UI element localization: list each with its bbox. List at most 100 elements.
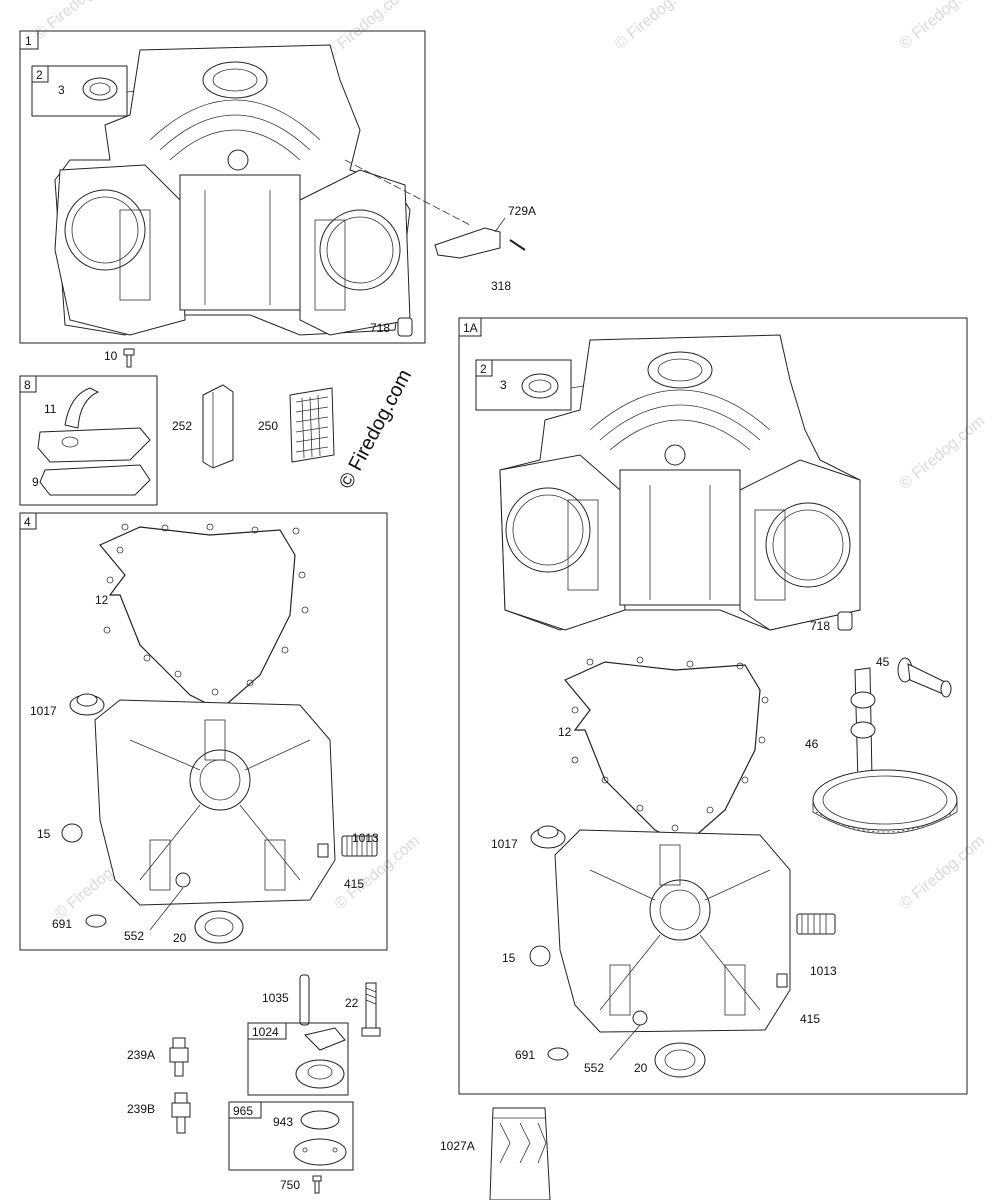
part-label-45: 45 [876,655,890,669]
group-1A-label: 1A [463,321,478,335]
group-4-label: 4 [24,515,31,529]
part-label-718: 718 [810,619,830,633]
part-label-15: 15 [37,827,51,841]
part-label-239B: 239B [127,1102,155,1116]
group-1A: 1A 2 3 718 [458,317,968,1095]
dowel-718 [397,317,413,337]
stud-1035 [299,974,310,1026]
sensor-239A [169,1037,189,1077]
gasket-holes [571,656,769,832]
group-965: 965 943 [228,1101,354,1171]
fitting-415 [776,973,788,988]
part-label-252: 252 [172,419,192,433]
group-1-label: 1 [25,34,32,48]
group-8-label: 8 [24,378,31,392]
watermark-main: © Firedog.com [335,366,416,492]
part-label-12: 12 [558,725,572,739]
cylinder-block-1 [54,44,411,336]
part-label-718: 718 [370,321,390,335]
filter-element-252 [202,384,234,469]
breather-tube [64,387,100,429]
part-label-20: 20 [173,931,187,945]
screw-750 [312,1175,322,1194]
part-label-691: 691 [52,917,72,931]
spring-1013 [341,835,378,857]
washer-691 [547,1047,569,1061]
group-1: 1 2 3 [19,30,536,344]
cylinder-bore-right [765,502,851,588]
plug-1017 [69,693,105,716]
screen-250 [289,387,335,463]
oil-pump-rotor [295,1027,346,1089]
part-label-22: 22 [345,996,359,1010]
part-label-250: 250 [258,419,278,433]
shaft-45 [897,657,952,698]
part-label-1013: 1013 [352,831,379,845]
watermark-text: © Firedog.com [897,0,988,53]
watermark-text: © Firedog.com [612,0,703,53]
part-label-20: 20 [634,1061,648,1075]
screw-318 [509,239,526,251]
part-label-552: 552 [584,1061,604,1075]
bushing-15 [61,823,83,843]
watermark-text: © Firedog.com [897,412,988,493]
seal-ring [82,77,118,101]
part-label-552: 552 [124,929,144,943]
part-label-15: 15 [502,951,516,965]
group-8: 8 11 9 [19,375,158,506]
part-label-3: 3 [500,378,507,392]
breather-gasket [39,464,151,496]
watermark-text: © Firedog.com [32,0,123,43]
group-4: 4 12 1017 [19,512,388,951]
part-label-318: 318 [491,279,511,293]
part-label-9: 9 [32,475,39,489]
group-1024-label: 1024 [252,1025,279,1039]
washer-691 [85,914,107,928]
group-965-label: 965 [233,1104,253,1118]
spring-1013 [796,913,836,935]
gasket-12 [564,661,761,846]
cover-plate [293,1138,347,1166]
watermark-text: © Firedog.com [322,0,413,63]
gasket-12 [99,526,296,711]
camshaft-gear-46 [812,667,958,834]
bushing-15 [529,945,551,967]
part-label-1035: 1035 [262,991,289,1005]
part-label-691: 691 [515,1048,535,1062]
part-label-729A: 729A [508,204,536,218]
cylinder-bore-left [64,189,146,271]
part-label-1017: 1017 [491,837,518,851]
part-label-10: 10 [104,349,118,363]
watermark-text: © Firedog.com [897,832,988,913]
gasket-holes [103,523,309,696]
breather-cover [37,427,151,463]
bolt-10 [123,348,135,368]
crankcase-sump-left [94,699,336,906]
cylinder-block-1A [499,334,861,631]
oil-seal-20 [194,910,244,944]
oil-seal-20 [654,1042,706,1078]
fitting-415 [317,843,329,858]
part-label-11: 11 [44,402,57,416]
bracket-729A [434,227,501,259]
crankcase-sump-right [554,829,791,1033]
plug-1017 [530,825,566,849]
part-label-1027A: 1027A [440,1139,475,1153]
part-label-943: 943 [273,1115,293,1129]
part-label-415: 415 [800,1012,820,1026]
seal-ring [521,373,559,399]
cylinder-bore-left [505,487,591,573]
o-ring-943 [300,1110,340,1130]
part-label-46: 46 [805,737,819,751]
sensor-239B [171,1092,191,1134]
group-2-label: 2 [36,68,43,82]
group-2-label: 2 [480,362,487,376]
part-label-1013: 1013 [810,964,837,978]
part-label-239A: 239A [127,1048,155,1062]
bolt-22 [361,982,381,1037]
cylinder-bore-right [319,209,401,291]
part-label-750: 750 [280,1178,300,1192]
part-label-3: 3 [58,83,65,97]
dowel-718 [837,611,853,631]
